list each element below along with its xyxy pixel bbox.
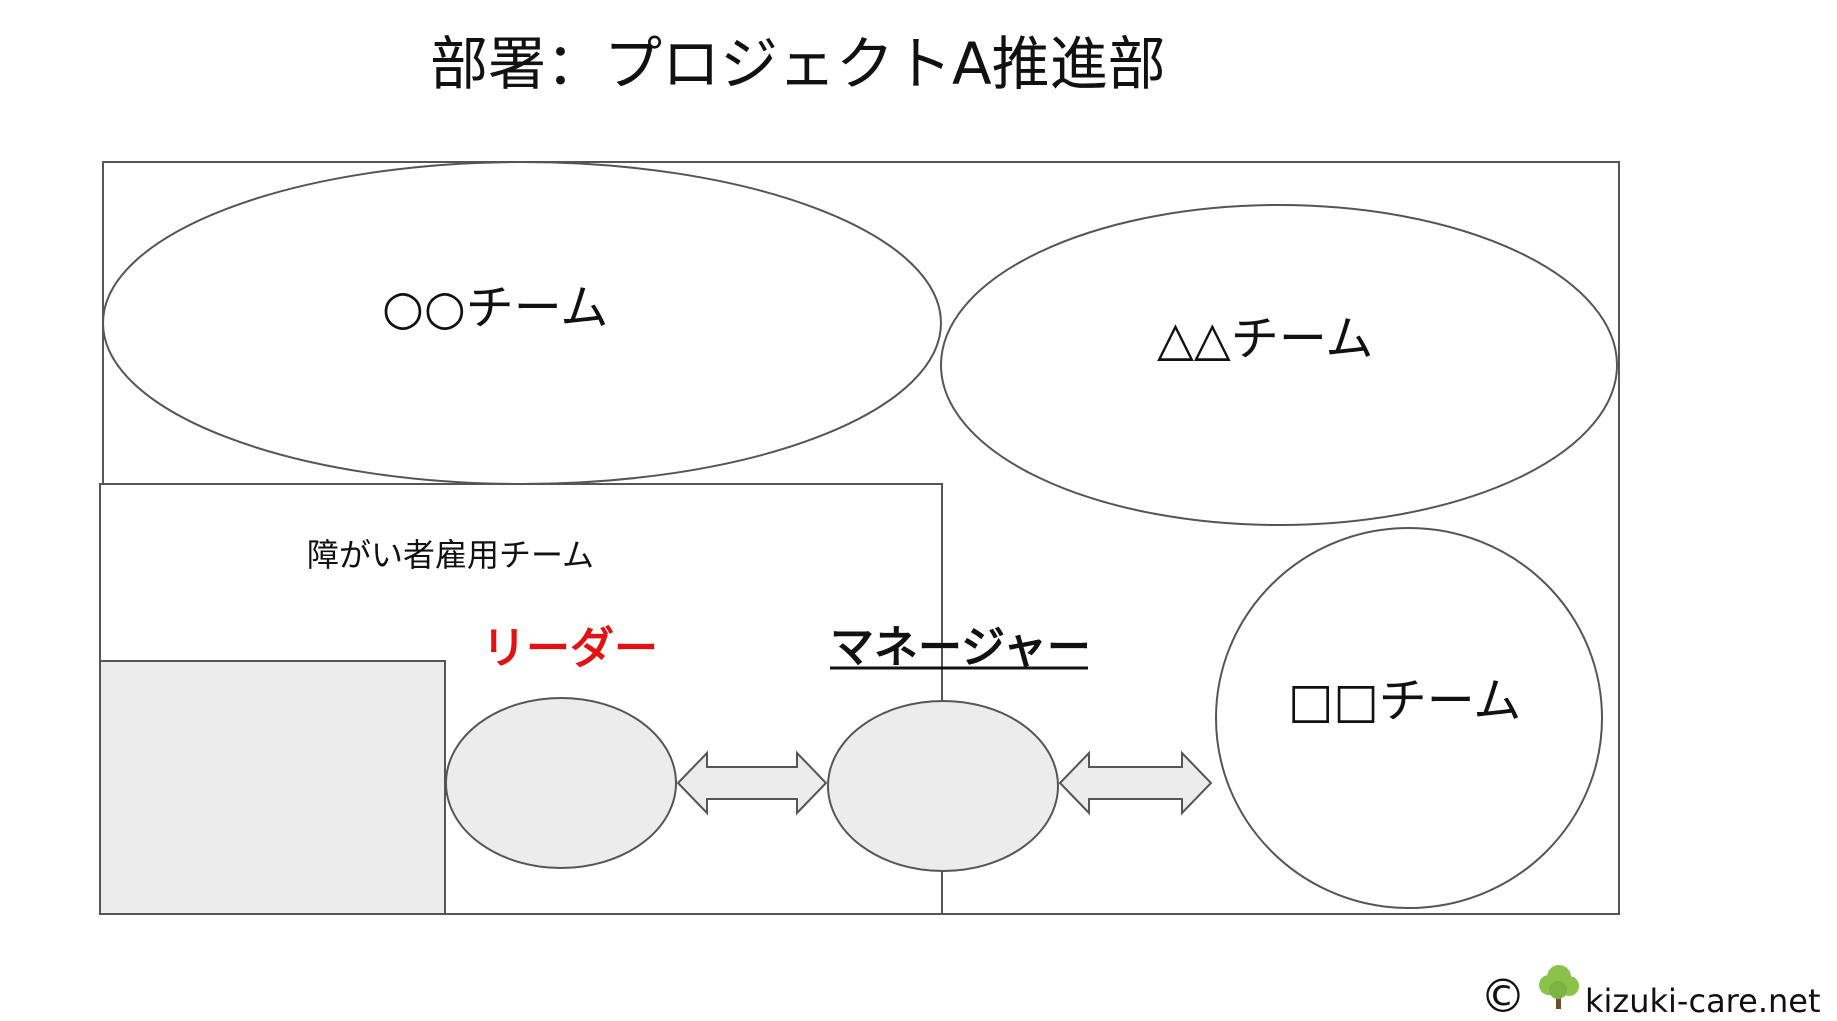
copyright-symbol: © bbox=[1480, 969, 1526, 1021]
manager-label: マネージャー bbox=[830, 622, 1091, 673]
site-text[interactable]: kizuki-care.net bbox=[1585, 982, 1821, 1020]
leader-ellipse bbox=[445, 697, 677, 869]
site-link[interactable]: kizuki-care.net bbox=[1585, 982, 1821, 1020]
team-sankaku-label: △△チーム bbox=[1157, 311, 1373, 367]
team-sankaku-ellipse bbox=[940, 204, 1618, 526]
team-shikaku-label: □□チーム bbox=[1288, 673, 1521, 729]
footer: © kizuki-care.net bbox=[1480, 965, 1821, 1021]
team-shikaku-circle bbox=[1215, 527, 1603, 909]
tree-icon bbox=[1539, 965, 1579, 1009]
team-maru-label: ○○チーム bbox=[382, 280, 608, 336]
page-title: 部署：プロジェクトA推進部 bbox=[430, 30, 1166, 98]
leader-label: リーダー bbox=[482, 623, 658, 674]
member-block bbox=[99, 660, 446, 915]
manager-ellipse bbox=[827, 700, 1059, 872]
leader-manager-double-arrow bbox=[676, 750, 828, 816]
manager-team-double-arrow bbox=[1058, 750, 1213, 816]
disability-employment-team-label: 障がい者雇用チーム bbox=[307, 536, 594, 574]
